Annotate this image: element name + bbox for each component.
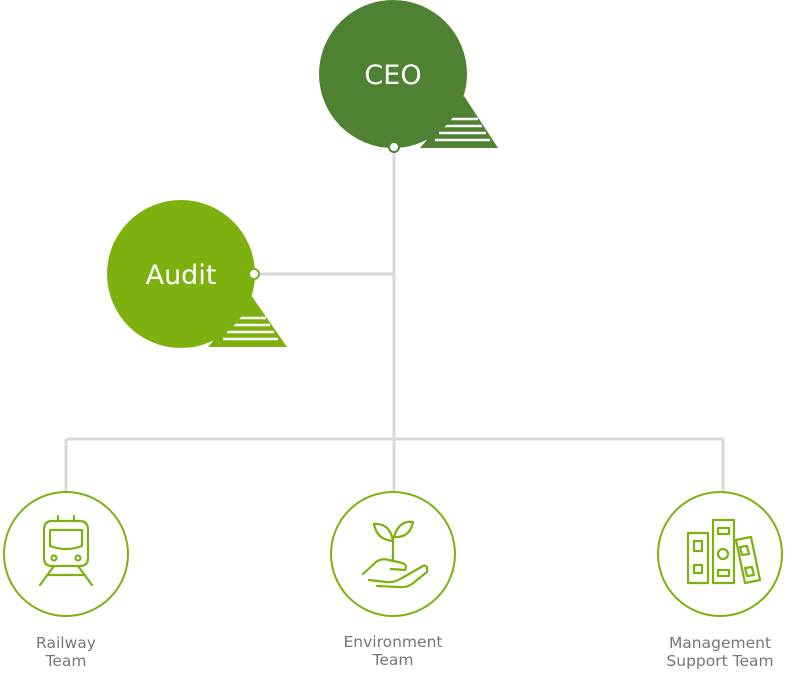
- audit-connector-dot: [248, 268, 260, 280]
- binders-icon: [686, 518, 762, 585]
- ceo-circle: [319, 0, 467, 148]
- team-environment-label-line2: Team: [372, 651, 414, 669]
- team-environment-label: Environment Team: [323, 633, 463, 669]
- team-management-support-circle: [657, 491, 783, 617]
- team-management-support-label: Management Support Team: [650, 634, 789, 670]
- team-railway-label-line1: Railway: [36, 634, 96, 652]
- audit-circle: [107, 200, 255, 348]
- team-management-support[interactable]: [657, 491, 783, 617]
- team-management-support-label-line1: Management: [668, 634, 772, 652]
- connectors: [64, 147, 725, 492]
- audit-label: Audit: [146, 260, 217, 291]
- team-railway[interactable]: [3, 491, 129, 617]
- train-icon: [38, 514, 94, 587]
- team-railway-label-line2: Team: [45, 652, 87, 670]
- audit-node[interactable]: Audit: [107, 200, 287, 348]
- ceo-connector-dot: [388, 141, 400, 153]
- team-management-support-label-line2: Support Team: [666, 652, 774, 670]
- team-environment[interactable]: [330, 491, 456, 617]
- ceo-label: CEO: [364, 60, 421, 91]
- ceo-rail-decoration: [420, 96, 498, 148]
- team-environment-label-line1: Environment: [343, 633, 443, 651]
- sprout-hand-icon: [361, 520, 429, 589]
- team-railway-label: Railway Team: [16, 634, 116, 670]
- team-railway-circle: [3, 491, 129, 617]
- ceo-node[interactable]: CEO: [319, 0, 498, 153]
